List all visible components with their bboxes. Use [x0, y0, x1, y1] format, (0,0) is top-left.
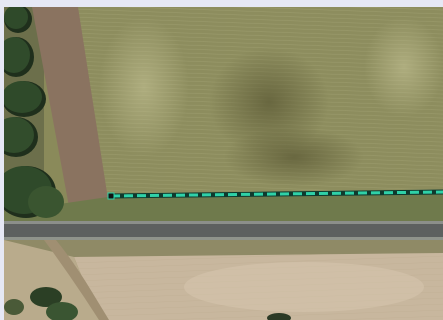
field-dark-patch-lower	[224, 127, 364, 187]
satellite-map[interactable]	[4, 7, 443, 320]
grass-strip	[4, 191, 443, 226]
road-edge-bottom	[4, 237, 443, 240]
lower-field-light-patch	[184, 262, 424, 312]
field-light-patch	[99, 17, 189, 157]
boundary-vertex-marker[interactable]	[107, 192, 115, 200]
road	[4, 224, 443, 237]
farm-track	[44, 240, 109, 320]
field-light-patch-right	[364, 17, 443, 117]
dirt-track	[32, 7, 114, 212]
lower-left-ground	[4, 240, 99, 320]
field-boundary-line[interactable]	[107, 189, 443, 200]
road-edge-top	[4, 221, 443, 224]
lower-verge	[4, 240, 443, 258]
bushes	[4, 287, 291, 320]
boundary-dashes	[110, 190, 443, 198]
map-viewport[interactable]	[4, 7, 443, 320]
tree-line	[4, 7, 64, 218]
